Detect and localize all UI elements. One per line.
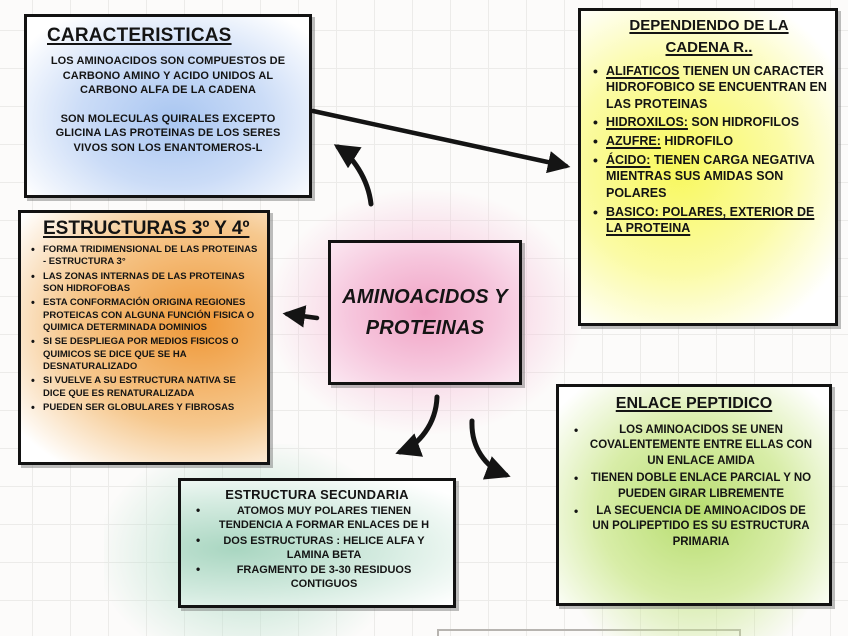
bullet-item: AZUFRE: HIDROFILO	[591, 132, 827, 150]
bullet-item: LOS AMINOACIDOS SE UNEN COVALENTEMENTE E…	[569, 422, 819, 469]
enlace-box: ENLACE PEPTIDICO LOS AMINOACIDOS SE UNEN…	[556, 384, 832, 606]
bullet-item: FORMA TRIDIMENSIONAL DE LAS PROTEINAS - …	[29, 243, 259, 269]
dependiendo-box: DEPENDIENDO DE LA CADENA R.. ALIFATICOS …	[578, 8, 838, 326]
enlace-title: ENLACE PEPTIDICO	[615, 395, 773, 412]
bullet-item: PUEDEN SER GLOBULARES Y FIBROSAS	[29, 401, 259, 416]
estructuras-box: ESTRUCTURAS 3º Y 4º FORMA TRIDIMENSIONAL…	[18, 210, 270, 465]
arrow-caracteristicas-to-dependiendo-icon	[310, 108, 571, 174]
cropped-box-fragment	[437, 629, 741, 636]
bullet-item: ÁCIDO: TIENEN CARGA NEGATIVA MIENTRAS SU…	[591, 151, 827, 202]
enlace-bullets: LOS AMINOACIDOS SE UNEN COVALENTEMENTE E…	[569, 422, 819, 550]
arrow-center-to-caracteristicas-icon	[333, 144, 374, 207]
bullet-item: DOS ESTRUCTURAS : HELICE ALFA Y LAMINA B…	[191, 533, 443, 563]
center-node-title-line1: AMINOACIDOS Y	[342, 285, 508, 308]
estructuras-bullets: FORMA TRIDIMENSIONAL DE LAS PROTEINAS - …	[29, 243, 259, 416]
dependiendo-bullets: ALIFATICOS TIENEN UN CARACTER HIDROFOBIC…	[591, 62, 827, 237]
bullet-item: LAS ZONAS INTERNAS DE LAS PROTEINAS SON …	[29, 270, 259, 296]
bullet-item: LOS AMINOACIDOS SON COMPUESTOS DE CARBON…	[50, 55, 286, 97]
arrow-center-to-secundaria-icon	[395, 394, 440, 457]
bullet-item: TIENEN DOBLE ENLACE PARCIAL Y NO PUEDEN …	[569, 470, 819, 502]
caracteristicas-title: CARACTERISTICAS	[47, 25, 232, 46]
bullet-item: ALIFATICOS TIENEN UN CARACTER HIDROFOBIC…	[591, 62, 827, 113]
bullet-item: LA SECUENCIA DE AMINOACIDOS DE UN POLIPE…	[569, 503, 819, 550]
arrow-center-to-enlace-icon	[469, 418, 511, 480]
secundaria-title: ESTRUCTURA SECUNDARIA	[225, 487, 409, 502]
dependiendo-title: DEPENDIENDO DE LA CADENA R..	[629, 17, 789, 56]
bullet-item: HIDROXILOS: SON HIDROFILOS	[591, 113, 827, 131]
center-node-box: AMINOACIDOS Y PROTEINAS	[328, 240, 522, 385]
bullet-item: SON MOLECULAS QUIRALES EXCEPTO GLICINA L…	[55, 112, 281, 154]
center-node-title-line2: PROTEINAS	[365, 316, 485, 339]
bullet-item: BASICO: POLARES, EXTERIOR DE LA PROTEINA	[591, 202, 827, 237]
bullet-item: ATOMOS MUY POLARES TIENEN TENDENCIA A FO…	[191, 503, 443, 533]
secundaria-bullets: ATOMOS MUY POLARES TIENEN TENDENCIA A FO…	[191, 503, 443, 592]
bullet-item: FRAGMENTO DE 3-30 RESIDUOS CONTIGUOS	[191, 562, 443, 592]
bullet-item: ESTA CONFORMACIÓN ORIGINA REGIONES PROTE…	[29, 296, 259, 334]
caracteristicas-paragraphs: LOS AMINOACIDOS SON COMPUESTOS DE CARBON…	[39, 54, 297, 155]
bullet-item: SI VUELVE A SU ESTRUCTURA NATIVA SE DICE…	[29, 374, 259, 400]
caracteristicas-box: CARACTERISTICAS LOS AMINOACIDOS SON COMP…	[24, 14, 312, 198]
bullet-item: SI SE DESPLIEGA POR MEDIOS FISICOS O QUI…	[29, 335, 259, 373]
secundaria-box: ESTRUCTURA SECUNDARIA ATOMOS MUY POLARES…	[178, 478, 456, 608]
arrow-center-to-estructuras-icon	[282, 305, 320, 328]
estructuras-title: ESTRUCTURAS 3º Y 4º	[43, 218, 250, 239]
